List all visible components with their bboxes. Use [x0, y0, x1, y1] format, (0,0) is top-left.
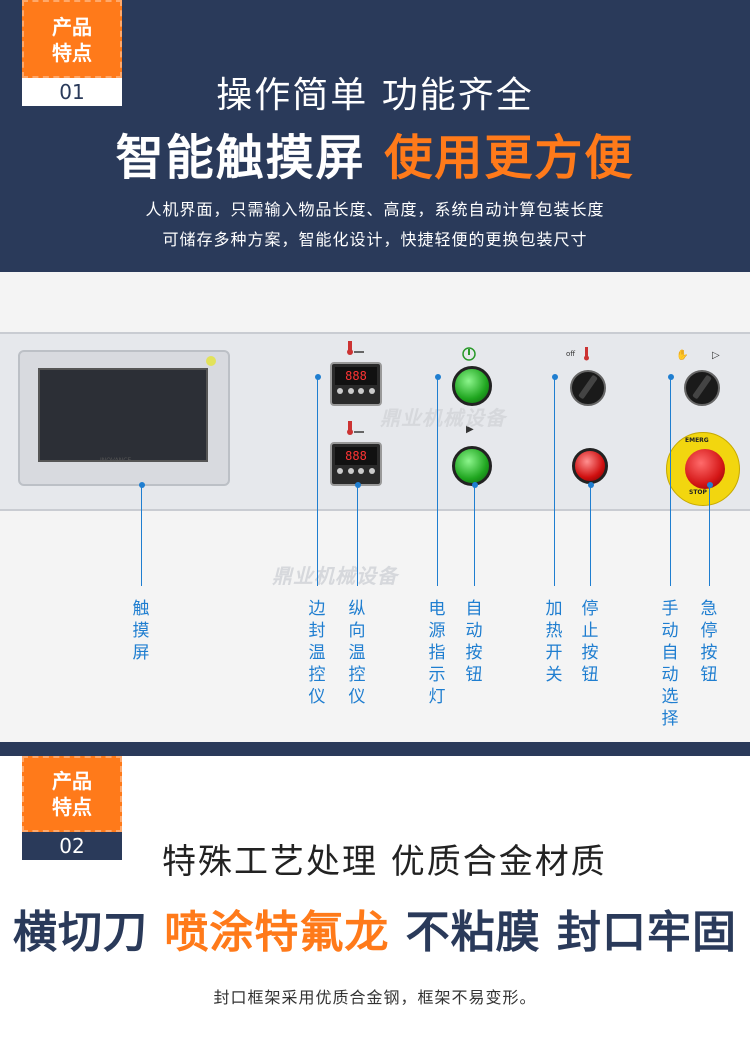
watermark: 鼎业机械设备	[272, 564, 398, 588]
heat-switch[interactable]	[570, 370, 606, 406]
callout-line	[317, 378, 318, 586]
label-auto-button: 自动按钮	[465, 599, 483, 685]
emergency-stop-button[interactable]	[685, 449, 725, 489]
callout-line	[590, 486, 591, 586]
callout-line	[554, 378, 555, 586]
callout-dot	[588, 482, 594, 488]
callout-dot	[315, 374, 321, 380]
label-edge-seal-temp: 边封温控仪	[308, 599, 326, 707]
estop-ring: EMERG STOP	[666, 432, 740, 506]
callout-line	[670, 378, 671, 586]
label-touchscreen: 触摸屏	[132, 599, 150, 663]
play-icon: ▶	[466, 424, 474, 435]
status-led-icon	[206, 356, 216, 366]
screen-brand: INOVANCE	[100, 457, 132, 464]
section-separator	[0, 742, 750, 756]
label-manual-auto: 手动自动选择	[661, 599, 679, 729]
badge-line2: 特点	[52, 795, 92, 819]
feature-number-1: 01	[22, 78, 122, 106]
callout-dot	[552, 374, 558, 380]
power-icon	[462, 346, 476, 361]
title-part2: 喷涂特氟龙	[164, 907, 390, 958]
hand-icon: ✋	[676, 350, 689, 361]
callout-line	[141, 486, 142, 586]
desc-line2: 可储存多种方案，智能化设计，快捷轻便的更换包装尺寸	[162, 230, 588, 249]
section2-header	[0, 742, 750, 1040]
label-power-light: 电源指示灯	[428, 599, 446, 707]
section2-subtitle: 特殊工艺处理 优质合金材质	[162, 842, 607, 882]
title-white: 智能触摸屏	[115, 130, 366, 186]
stop-button[interactable]	[572, 448, 608, 484]
vertical-temp-controller[interactable]: 888	[330, 442, 382, 486]
badge-line1: 产品	[52, 15, 92, 39]
section1-title: 智能触摸屏 使用更方便	[0, 118, 750, 188]
callout-line	[709, 486, 710, 586]
estop-text-bottom: STOP	[689, 489, 707, 496]
label-emergency-stop: 急停按钮	[700, 599, 718, 685]
callout-line	[474, 486, 475, 586]
section2-title: 横切刀 喷涂特氟龙 不粘膜 封口牢固	[0, 896, 750, 960]
feature-number-2: 02	[22, 832, 122, 860]
badge-line1: 产品	[52, 769, 92, 793]
manual-auto-selector[interactable]	[684, 370, 720, 406]
watermark: 鼎业机械设备	[380, 406, 506, 430]
thermometer-icon	[346, 340, 364, 355]
callout-dot	[707, 482, 713, 488]
callout-line	[437, 378, 438, 586]
title-orange: 使用更方便	[384, 130, 635, 186]
play-outline-icon: ▷	[712, 350, 720, 361]
label-stop-button: 停止按钮	[581, 599, 599, 685]
thermometer-icon	[346, 420, 364, 435]
edge-seal-temp-controller[interactable]: 888	[330, 362, 382, 406]
temp-display: 888	[335, 367, 377, 385]
section1-header	[0, 0, 750, 272]
off-label: off	[566, 350, 576, 358]
power-indicator-light	[452, 366, 492, 406]
thermometer-icon	[582, 346, 592, 361]
auto-button[interactable]	[452, 446, 492, 486]
badge-line2: 特点	[52, 41, 92, 65]
label-heat-switch: 加热开关	[545, 599, 563, 685]
callout-dot	[435, 374, 441, 380]
callout-dot	[668, 374, 674, 380]
estop-text-top: EMERG	[685, 437, 709, 444]
title-part1: 横切刀	[13, 907, 148, 958]
feature-badge-1: 产品 特点	[22, 0, 122, 78]
callout-dot	[472, 482, 478, 488]
callout-dot	[355, 482, 361, 488]
temp-display: 888	[335, 447, 377, 465]
section1-subtitle: 操作简单 功能齐全	[216, 75, 534, 116]
feature-badge-2: 产品 特点	[22, 756, 122, 832]
callout-dot	[139, 482, 145, 488]
label-vertical-temp: 纵向温控仪	[348, 599, 366, 707]
callout-line	[357, 486, 358, 586]
touchscreen[interactable]	[38, 368, 208, 462]
title-part3: 不粘膜 封口牢固	[405, 907, 737, 958]
section2-desc: 封口框架采用优质合金钢，框架不易变形。	[213, 988, 537, 1007]
desc-line1: 人机界面，只需输入物品长度、高度，系统自动计算包装长度	[145, 200, 605, 219]
